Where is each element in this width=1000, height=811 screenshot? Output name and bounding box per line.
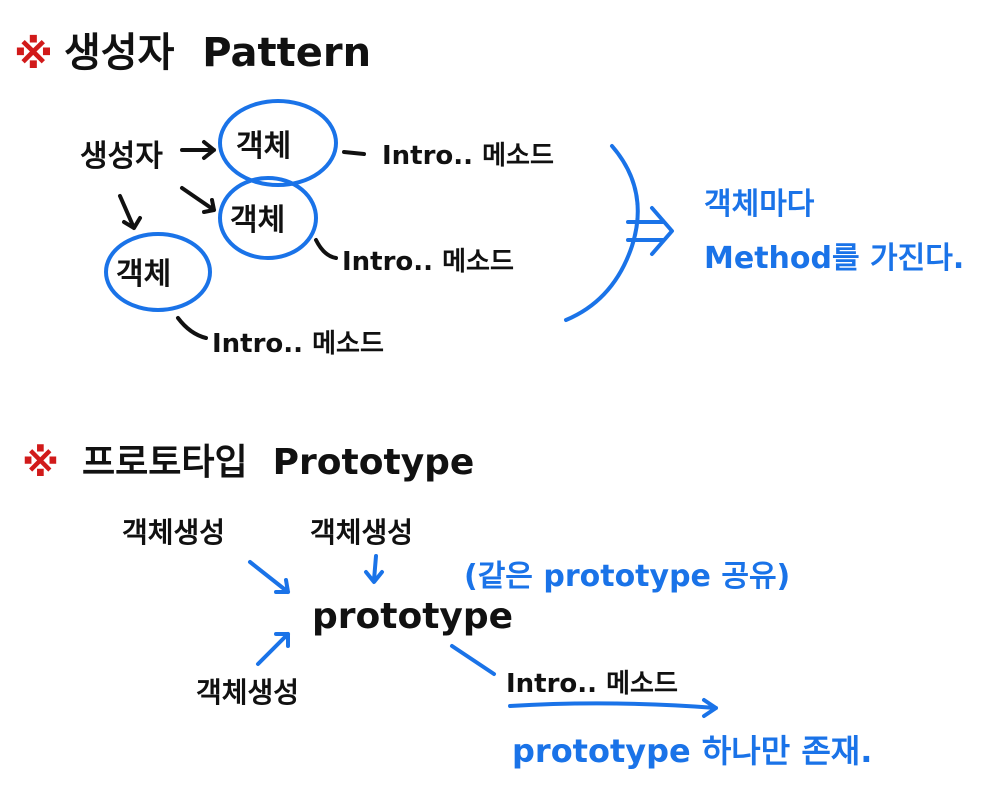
section1-title: 생성자 Pattern [64,30,371,76]
section1-mark: ※ [14,32,53,78]
prototype-footnote: prototype 하나만 존재. [512,732,872,770]
object3-label: 객체 [116,257,171,292]
method-underline-arrow [508,698,718,718]
creator3-label: 객체생성 [196,676,299,709]
constructor-label: 생성자 [80,139,163,174]
prototype-method: Intro.. 메소드 [506,669,678,699]
arrow-constructor-to-object2 [180,186,216,214]
arrow-constructor-to-object1 [180,140,216,160]
conclusion-line2: Method를 가진다. [704,241,964,276]
object2-connector [314,238,338,260]
conclusion-line1: 객체마다 [704,187,815,222]
object3-connector [176,316,208,340]
shared-prototype-note: (같은 prototype 공유) [464,559,790,594]
prototype-label: prototype [312,596,513,637]
object2-label: 객체 [230,203,285,238]
summary-brace [564,144,640,322]
prototype-connector [450,644,496,676]
object3-method: Intro.. 메소드 [212,329,384,359]
object2-method: Intro.. 메소드 [342,247,514,277]
object1-circle [218,99,338,187]
creator2-label: 객체생성 [310,516,413,549]
implies-arrow [626,206,674,256]
arrow-creator3-to-prototype [256,632,290,666]
arrow-creator1-to-prototype [248,560,290,594]
object1-method: Intro.. 메소드 [382,141,554,171]
section2-mark: ※ [22,441,59,485]
object1-connector [342,150,366,156]
object2-circle [218,176,318,260]
object1-label: 객체 [236,129,291,164]
object3-circle [104,232,212,312]
arrow-creator2-to-prototype [364,554,384,584]
section2-title: 프로토타입 Prototype [82,442,474,483]
creator1-label: 객체생성 [122,516,225,549]
arrow-constructor-to-object3 [118,194,142,230]
